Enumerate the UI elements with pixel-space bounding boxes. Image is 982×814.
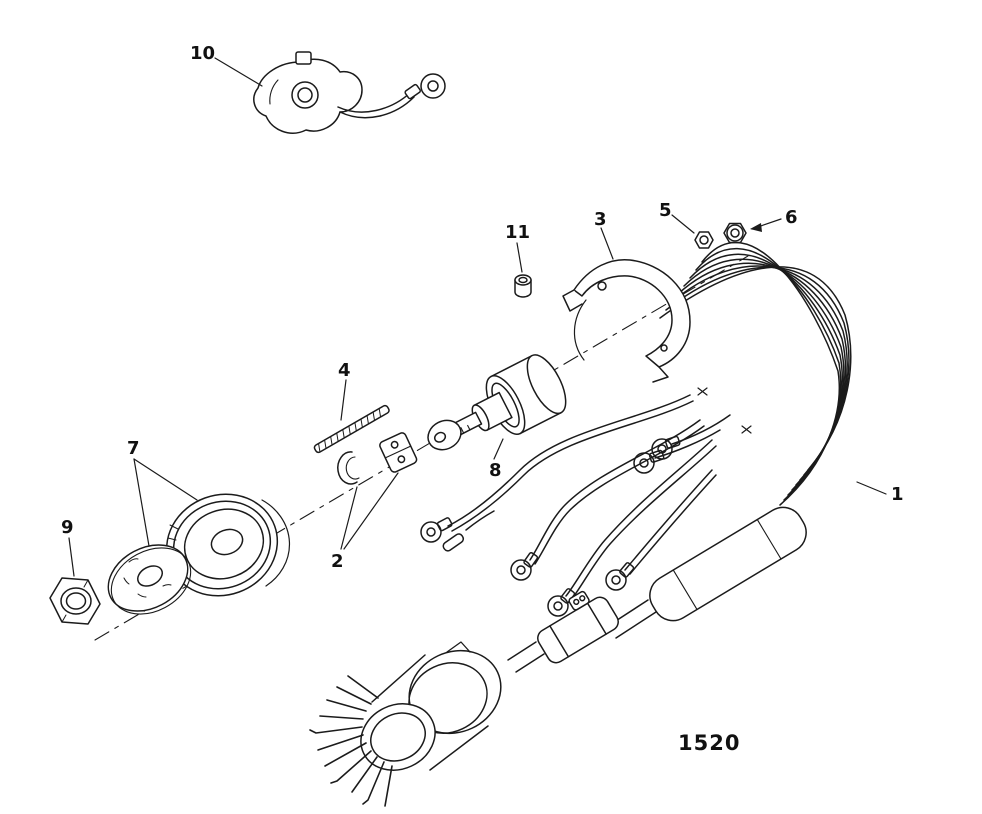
part-label-6: 6 [785,207,798,228]
ring-terminal [510,552,539,581]
leader-line-4 [340,379,347,421]
leader-line-2a [340,486,358,550]
part-label-9: 9 [61,517,74,538]
leader-arrowhead-6 [750,223,762,232]
part-label-1: 1 [891,484,904,505]
leader-lines [68,57,887,577]
leader-line-3 [600,227,614,260]
leader-line-9 [68,537,75,577]
leader-line-8 [493,438,504,460]
part-7-bezel [165,493,291,597]
ring-terminal [605,562,635,591]
leader-line-11 [516,242,523,273]
part-label-2: 2 [331,551,344,572]
part-9-hex-nut [49,577,101,625]
part-label-8: 8 [489,460,502,481]
leader-line-7b [133,458,198,501]
part-10-switch [253,51,446,134]
part-label-11: 11 [505,222,531,243]
part-1-wiring-harness [309,241,852,807]
ring-terminal [420,517,453,543]
leader-line-2b [343,472,399,550]
part-label-4: 4 [338,360,351,381]
part-label-10: 10 [190,43,216,64]
part-7-faceplate [107,544,192,615]
part-6-nut [723,222,747,244]
part-label-3: 3 [594,209,607,230]
part-4-spring [313,404,390,454]
part-2-clips [337,432,418,485]
harness-sleeve [649,506,807,622]
part-3-retainer-clamp [562,258,691,383]
multi-pin-plug [309,641,502,807]
leader-line-1 [856,481,887,495]
part-11-cap [514,274,532,298]
ignition-key [427,411,483,451]
ring-terminal [651,435,681,460]
leader-line-10 [214,57,263,87]
inline-connector [537,590,619,664]
plug-pins [309,675,393,807]
bullet-connector [442,510,495,552]
ring-terminal [633,449,665,474]
part-label-5: 5 [659,200,672,221]
leader-line-7a [133,458,150,547]
leader-line-5 [671,214,695,234]
part-label-7: 7 [127,438,140,459]
figure-number: 1520 [678,731,741,755]
part-5-nut [694,231,714,249]
part-8-key-switch [427,354,567,451]
